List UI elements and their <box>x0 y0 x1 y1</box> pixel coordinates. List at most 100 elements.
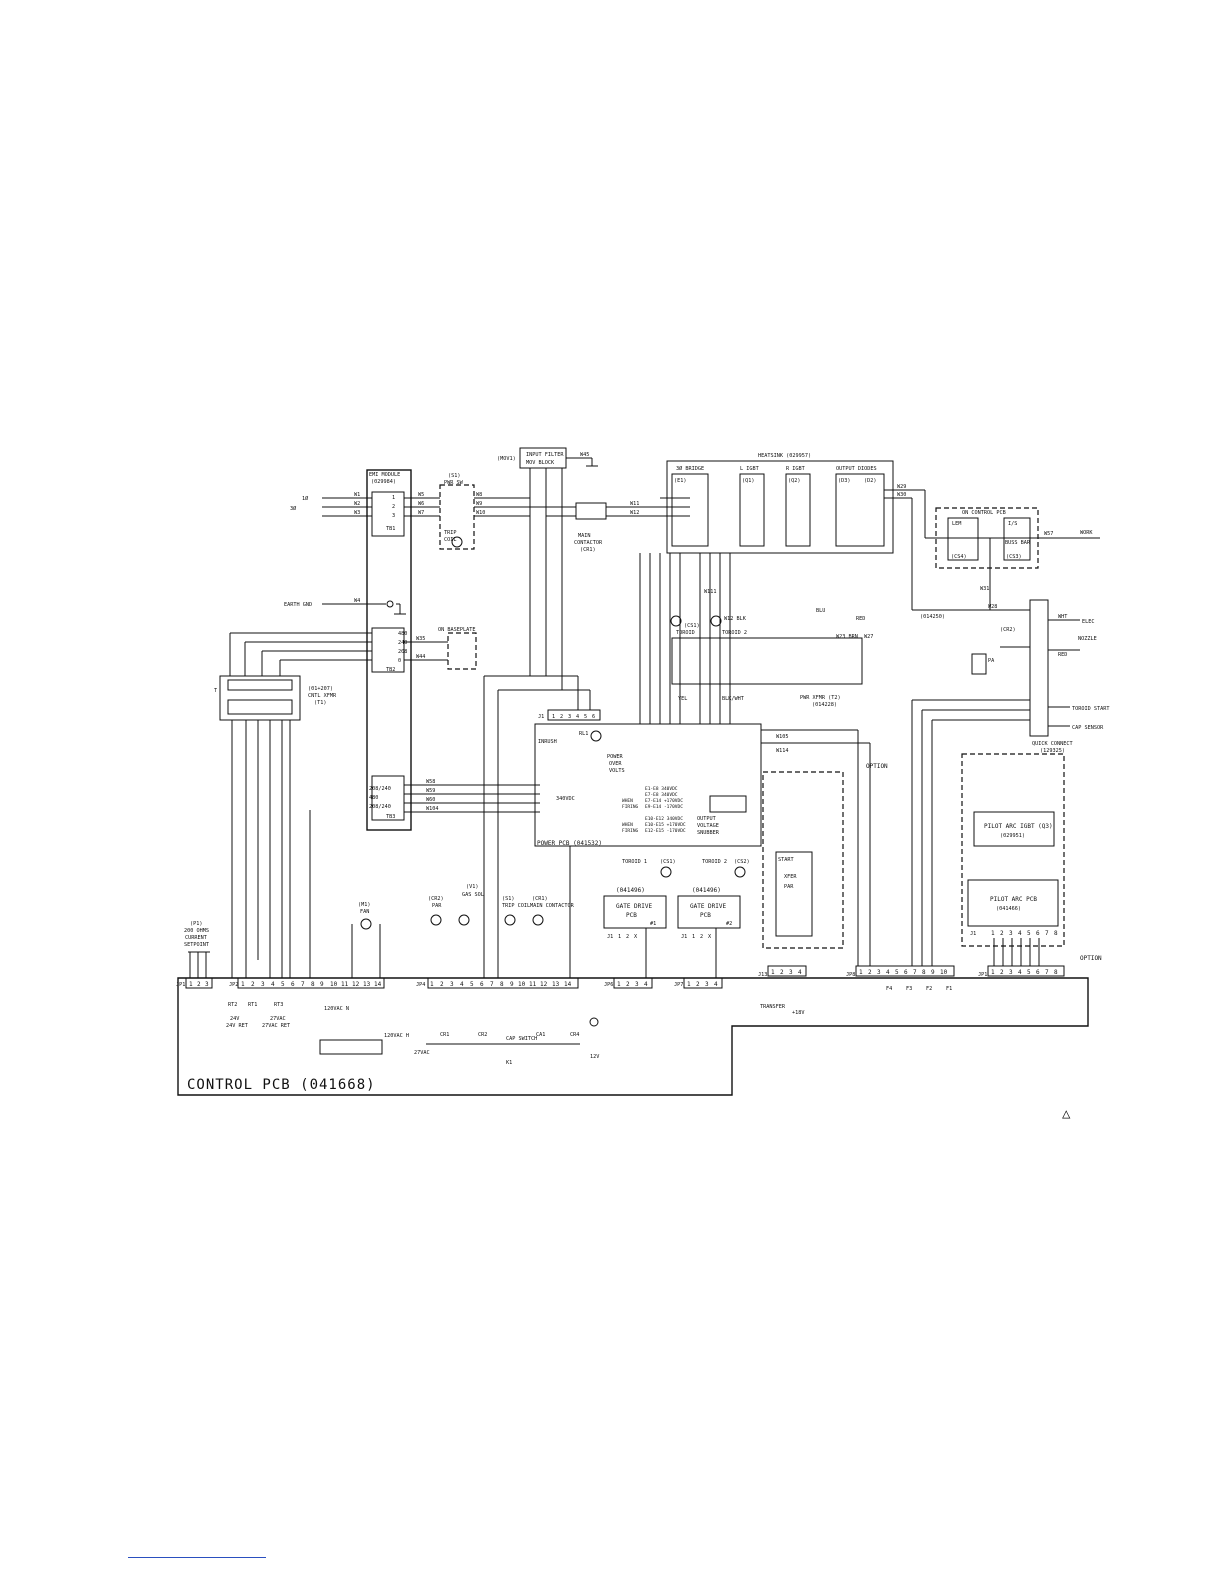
svg-text:CA1: CA1 <box>536 1032 545 1038</box>
svg-text:E7-E14 +170VDC: E7-E14 +170VDC <box>645 798 683 804</box>
svg-text:2: 2 <box>626 934 629 940</box>
svg-text:10: 10 <box>940 969 948 976</box>
svg-text:X: X <box>634 934 638 940</box>
option-xfer: OPTION START XFER PAR <box>762 763 888 949</box>
svg-text:3: 3 <box>1009 969 1013 976</box>
svg-text:(041466): (041466) <box>996 906 1021 912</box>
svg-text:9: 9 <box>510 981 514 988</box>
svg-text:F4: F4 <box>886 986 892 992</box>
svg-text:5: 5 <box>470 981 474 988</box>
svg-text:CONTACTOR: CONTACTOR <box>574 540 603 546</box>
svg-text:(CS2): (CS2) <box>734 859 750 865</box>
svg-text:6: 6 <box>592 714 595 720</box>
svg-text:8: 8 <box>922 969 926 976</box>
warning-icon: △ <box>1062 1106 1071 1122</box>
svg-text:480: 480 <box>398 631 407 637</box>
svg-text:2: 2 <box>696 981 700 988</box>
svg-text:START: START <box>778 857 794 863</box>
svg-text:12: 12 <box>540 981 548 988</box>
svg-text:EARTH GND: EARTH GND <box>284 602 312 608</box>
svg-text:4: 4 <box>271 981 275 988</box>
svg-text:GAS SOL: GAS SOL <box>462 892 484 898</box>
svg-text:TRANSFER: TRANSFER <box>760 1004 786 1010</box>
svg-text:9: 9 <box>320 981 324 988</box>
svg-text:(029951): (029951) <box>1000 833 1025 839</box>
svg-text:1: 1 <box>617 981 621 988</box>
svg-text:3: 3 <box>1009 930 1013 937</box>
svg-text:W6: W6 <box>418 501 424 507</box>
svg-text:(CR2): (CR2) <box>1000 627 1016 633</box>
svg-text:WHEN: WHEN <box>622 822 633 828</box>
svg-text:POWER: POWER <box>607 754 623 760</box>
svg-text:J1: J1 <box>607 934 613 940</box>
svg-text:3: 3 <box>261 981 265 988</box>
svg-text:5: 5 <box>584 714 587 720</box>
svg-text:JP4: JP4 <box>416 982 425 988</box>
svg-text:27VAC: 27VAC <box>270 1016 286 1022</box>
svg-text:TRIP: TRIP <box>444 530 457 536</box>
svg-text:CURRENT: CURRENT <box>185 935 207 941</box>
svg-text:8: 8 <box>500 981 504 988</box>
power-pcb: POWER PCB (041532) J1 1 2 3 4 5 6 INRUSH… <box>534 709 789 847</box>
svg-text:JP2: JP2 <box>229 982 238 988</box>
svg-text:7: 7 <box>490 981 494 988</box>
svg-text:(M1): (M1) <box>358 902 371 908</box>
toroids-and-xfmr: (CS1) TOROID W12 BLK TOROID 2 W111 PWR X… <box>670 589 873 708</box>
bottom-misc: RT2 RT1 RT3 24V 24V RET 27VAC 27VAC RET … <box>226 986 952 1066</box>
svg-text:5: 5 <box>1027 969 1031 976</box>
svg-text:8: 8 <box>311 981 315 988</box>
svg-text:#1: #1 <box>650 921 656 927</box>
svg-text:X: X <box>708 934 712 940</box>
svg-text:TOROID: TOROID <box>676 630 695 636</box>
svg-text:E10-E12 340VDC: E10-E12 340VDC <box>645 816 683 822</box>
svg-text:(CS3): (CS3) <box>1006 554 1022 560</box>
svg-text:BUSS BAR: BUSS BAR <box>1005 540 1031 546</box>
svg-text:6: 6 <box>291 981 295 988</box>
svg-text:TB2: TB2 <box>386 667 395 673</box>
footer-rule <box>128 1557 266 1558</box>
svg-text:4: 4 <box>798 969 802 976</box>
svg-text:SETPOINT: SETPOINT <box>184 942 209 948</box>
svg-text:2: 2 <box>1000 969 1004 976</box>
svg-text:8: 8 <box>1054 930 1058 937</box>
svg-text:120VAC H: 120VAC H <box>384 1033 409 1039</box>
svg-text:OPTION: OPTION <box>1080 955 1102 962</box>
on-control-pcb: ON CONTROL PCB LEM (CS4) I/S BUSS BAR (C… <box>924 490 1100 610</box>
svg-text:11: 11 <box>529 981 537 988</box>
svg-text:2: 2 <box>560 714 563 720</box>
svg-text:2: 2 <box>868 969 872 976</box>
svg-text:W3: W3 <box>354 510 360 516</box>
svg-text:(CR1): (CR1) <box>580 547 596 553</box>
svg-text:WORK: WORK <box>1080 530 1093 536</box>
input-wires: 3Ø 1Ø W1 W2 W3 W5 W6 W7 EARTH GND W4 <box>284 492 440 615</box>
svg-text:CR2: CR2 <box>478 1032 487 1038</box>
svg-text:TOROID 1: TOROID 1 <box>622 859 647 865</box>
svg-text:INPUT FILTER: INPUT FILTER <box>526 452 564 458</box>
svg-text:PAR: PAR <box>784 884 794 890</box>
svg-text:208/240: 208/240 <box>369 786 391 792</box>
svg-text:7: 7 <box>913 969 917 976</box>
svg-text:4: 4 <box>644 981 648 988</box>
svg-text:JP8: JP8 <box>846 972 855 978</box>
svg-text:W7: W7 <box>418 510 424 516</box>
connector-jp1: JP1 1 2 3 <box>176 977 213 989</box>
lower-wires <box>309 675 1030 978</box>
connector-jp7: JP7 1 2 3 4 <box>674 977 723 989</box>
svg-text:PCB: PCB <box>700 912 711 919</box>
svg-text:2: 2 <box>780 969 784 976</box>
svg-text:3: 3 <box>635 981 639 988</box>
svg-text:4: 4 <box>714 981 718 988</box>
svg-text:W105: W105 <box>776 734 789 740</box>
svg-text:1: 1 <box>618 934 621 940</box>
svg-text:J13: J13 <box>758 972 767 978</box>
svg-text:W44: W44 <box>416 654 425 660</box>
svg-text:CAP SWITCH: CAP SWITCH <box>506 1036 537 1042</box>
svg-text:(CS4): (CS4) <box>951 554 967 560</box>
svg-text:MOV BLOCK: MOV BLOCK <box>526 460 555 466</box>
svg-text:(014250): (014250) <box>920 614 945 620</box>
svg-text:BLK/WHT: BLK/WHT <box>722 696 744 702</box>
svg-text:TOROID 2: TOROID 2 <box>702 859 727 865</box>
svg-text:EMI MODULE: EMI MODULE <box>369 472 400 478</box>
svg-text:W9: W9 <box>476 501 482 507</box>
svg-text:1: 1 <box>991 930 995 937</box>
